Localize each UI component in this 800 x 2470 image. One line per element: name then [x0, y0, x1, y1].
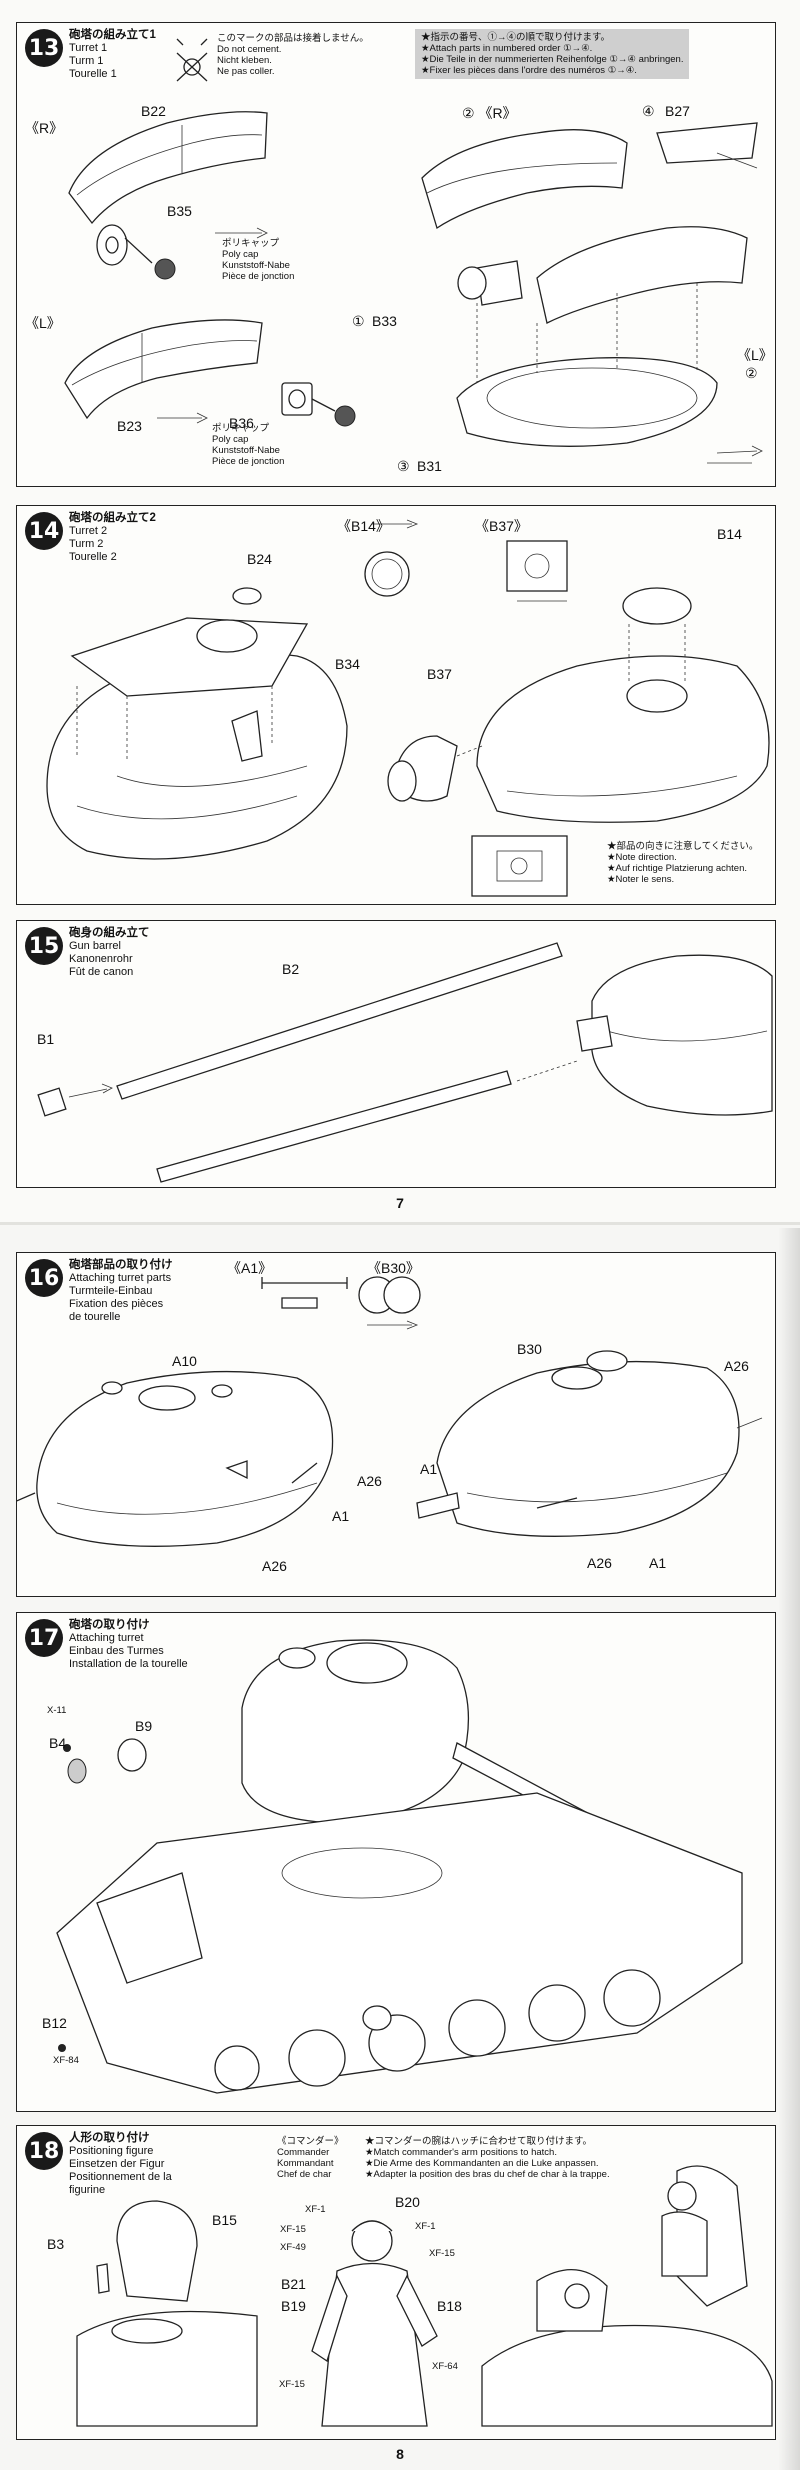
label-left-side: 《L》	[25, 315, 61, 331]
part-label-a10: A10	[172, 1353, 197, 1369]
order-note: ★指示の番号、①→④の順で取り付けます。 ★Attach parts in nu…	[415, 29, 690, 79]
step-number: 15	[25, 927, 63, 965]
page-number: 8	[396, 2446, 404, 2462]
part-label-b18: B18	[437, 2298, 462, 2314]
part-label-b33: B33	[372, 313, 397, 329]
part-label-b2: B2	[282, 961, 300, 977]
step-number: 13	[25, 29, 63, 67]
view-label-b14: 《B14》	[337, 518, 390, 534]
paint-xf64: XF-64	[432, 2361, 458, 2372]
view-label-a1: 《A1》	[227, 1260, 273, 1276]
direction-note: ★部品の向きに注意してください。 ★Note direction. ★Auf r…	[607, 841, 759, 885]
polycap-note-2: ポリキャップ Poly cap Kunststoff-Nabe Pièce de…	[212, 423, 285, 467]
order-4: ④	[642, 103, 655, 119]
part-label-a1-2: A1	[420, 1461, 438, 1477]
part-label-b23: B23	[117, 418, 142, 434]
step-15-panel: 15 砲身の組み立て Gun barrel Kanonenrohr Fût de…	[16, 920, 776, 1188]
part-label-b36: B36	[229, 415, 254, 431]
no-cement-note: このマークの部品は接着しません。 Do not cement. Nicht kl…	[217, 33, 369, 77]
step-title: 砲身の組み立て Gun barrel Kanonenrohr Fût de ca…	[69, 927, 150, 978]
part-label-b4: B4	[49, 1735, 67, 1751]
step-13-drawing	[64, 38, 763, 464]
paint-xf15-c: XF-15	[279, 2379, 305, 2390]
step-17-drawing	[56, 1639, 743, 2094]
paint-xf84: XF-84	[53, 2055, 79, 2066]
step-number: 18	[25, 2132, 63, 2170]
paint-xf1-b: XF-1	[415, 2221, 436, 2232]
step-title: 砲塔の組み立て1 Turret 1 Turm 1 Tourelle 1	[69, 29, 156, 80]
part-label-b31: B31	[417, 458, 442, 474]
step-13-panel: 13 砲塔の組み立て1 Turret 1 Turm 1 Tourelle 1	[16, 22, 776, 487]
part-label-b15: B15	[212, 2212, 237, 2228]
step-18-drawing	[76, 2165, 773, 2427]
view-label-b37: 《B37》	[475, 518, 528, 534]
paint-xf49: XF-49	[280, 2242, 306, 2253]
polycap-note-1: ポリキャップ Poly cap Kunststoff-Nabe Pièce de…	[222, 238, 295, 282]
commander-label: 《コマンダー》 Commander Kommandant Chef de cha…	[277, 2136, 344, 2180]
paint-xf15-a: XF-15	[280, 2224, 306, 2235]
page-number: 7	[396, 1195, 404, 1211]
step-16-panel: 16 砲塔部品の取り付け Attaching turret parts Turm…	[16, 1252, 776, 1597]
part-label-b27: B27	[665, 103, 690, 119]
step-title: 砲塔部品の取り付け Attaching turret parts Turmtei…	[69, 1259, 173, 1323]
binding-shadow	[778, 1228, 800, 2470]
part-label-b37: B37	[427, 666, 452, 682]
view-label-b30: 《B30》	[367, 1260, 420, 1276]
part-label-b35: B35	[167, 203, 192, 219]
step-number: 14	[25, 512, 63, 550]
part-label-b12: B12	[42, 2015, 67, 2031]
part-label-b34: B34	[335, 656, 360, 672]
part-label-b21: B21	[281, 2276, 306, 2292]
order-1: ①	[352, 313, 365, 329]
part-label-b22: B22	[141, 103, 166, 119]
step-title: 砲塔の組み立て2 Turret 2 Turm 2 Tourelle 2	[69, 512, 156, 563]
step-14-panel: 14 砲塔の組み立て2 Turret 2 Turm 2 Tourelle 2	[16, 505, 776, 905]
part-label-b14: B14	[717, 526, 742, 542]
step-17-panel: 17 砲塔の取り付け Attaching turret Einbau des T…	[16, 1612, 776, 2112]
part-label-b30: B30	[517, 1341, 542, 1357]
part-label-a26-1: A26	[357, 1473, 382, 1489]
step-16-drawing	[17, 1276, 763, 1547]
order-2-left: ②	[745, 365, 758, 381]
part-label-a1-1: A1	[332, 1508, 350, 1524]
part-label-a26-2: A26	[262, 1558, 287, 1574]
label-right-side: 《R》	[25, 120, 64, 136]
part-label-b19: B19	[281, 2298, 306, 2314]
paint-xf15-b: XF-15	[429, 2248, 455, 2259]
no-cement-icon	[176, 38, 208, 82]
step-number: 17	[25, 1619, 63, 1657]
step-number: 16	[25, 1259, 63, 1297]
order-2-right: ② 《R》	[462, 105, 517, 121]
step-14-drawing	[46, 519, 770, 897]
part-label-b9: B9	[135, 1718, 153, 1734]
step-15-drawing	[37, 942, 773, 1183]
part-label-b1: B1	[37, 1031, 55, 1047]
part-label-b3: B3	[47, 2236, 65, 2252]
step-title: 人形の取り付け Positioning figure Einsetzen der…	[69, 2132, 172, 2196]
step-title: 砲塔の取り付け Attaching turret Einbau des Turm…	[69, 1619, 188, 1670]
label-left-2a: 《L》	[737, 347, 773, 363]
part-label-a26-4: A26	[587, 1555, 612, 1571]
part-label-b24: B24	[247, 551, 272, 567]
part-label-a26-3: A26	[724, 1358, 749, 1374]
order-3: ③	[397, 458, 410, 474]
commander-note: ★コマンダーの腕はハッチに合わせて取り付けます。 ★Match commande…	[365, 2136, 610, 2180]
paint-x11: X-11	[47, 1705, 67, 1716]
step-18-panel: 18 人形の取り付け Positioning figure Einsetzen …	[16, 2125, 776, 2440]
paint-xf1-a: XF-1	[305, 2204, 326, 2215]
part-label-a1-3: A1	[649, 1555, 667, 1571]
part-label-b20: B20	[395, 2194, 420, 2210]
